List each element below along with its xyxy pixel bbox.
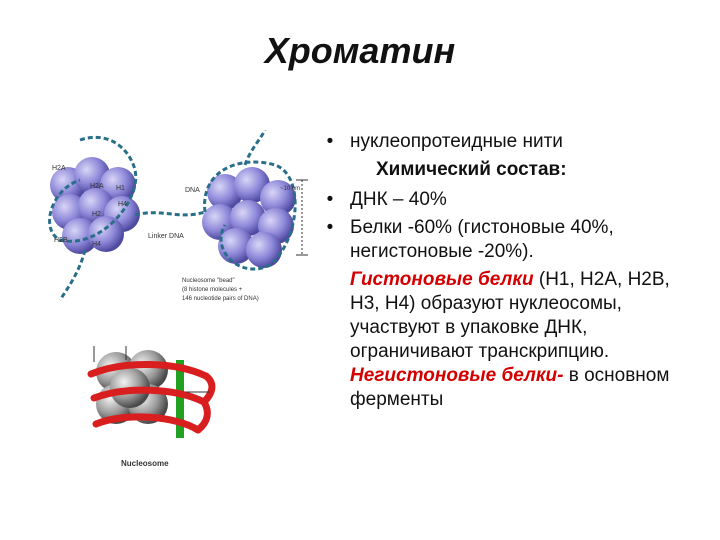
label-bead-1: Nucleosome "bead" (182, 278, 235, 284)
nucleosome-diagram: H2A H2B H1 H2A H4 H2 H4 DNA Linker DNA ~… (48, 130, 308, 302)
histone-term: Гистоновые белки (350, 269, 534, 290)
nucleosome-ribbon-diagram: Nucleosome (87, 346, 216, 468)
scale-bracket (296, 179, 308, 256)
bullet-dot: • (326, 217, 334, 238)
bullet-dot: • (326, 131, 334, 152)
label-h2b: H2B (54, 237, 68, 244)
nonhistone-paragraph: Негистоновые белки- в основном ферменты (318, 364, 698, 412)
nucleosome-caption: Nucleosome (121, 459, 169, 468)
label-h2a-mid: H2A (90, 183, 104, 190)
histone-paragraph: Гистоновые белки (Н1, Н2А, Н2В, Н3, Н4) … (318, 268, 698, 364)
label-bead-2: (8 histone molecules + (182, 287, 243, 293)
label-bead-3: 146 nucleotide pairs of DNA) (182, 296, 259, 302)
slide-title: Хроматин (264, 30, 456, 71)
dna-ribbon (87, 360, 216, 434)
content-text: • нуклеопротеидные нити Химический соста… (318, 130, 698, 412)
bullet-nucleoprotein: • нуклеопротеидные нити (318, 130, 698, 154)
dna-strand (48, 130, 297, 301)
label-scale: ~10 nm (280, 186, 300, 192)
histone-cluster-right (202, 167, 296, 268)
bullet-text: ДНК – 40% (350, 189, 447, 210)
label-linker-dna: Linker DNA (148, 233, 184, 240)
label-h2: H2 (92, 211, 101, 218)
nonhistone-description: в основном ферменты (350, 365, 670, 410)
chemical-composition-heading: Химический состав: (376, 159, 567, 180)
bullet-dna: • ДНК – 40% (318, 188, 698, 212)
label-h2a-top: H2A (52, 165, 66, 172)
label-h4: H4 (118, 201, 127, 208)
bullet-text: нуклеопротеидные нити (350, 131, 563, 152)
label-h4-lower: H4 (92, 241, 101, 248)
histone-description: (Н1, Н2А, Н2В, Н3, Н4) образуют нуклеосо… (350, 269, 670, 362)
green-bar (176, 360, 184, 438)
label-dna: DNA (185, 187, 200, 194)
bullet-proteins: • Белки -60% (гистоновые 40%, негистонов… (318, 216, 698, 264)
bullet-text: Белки -60% (гистоновые 40%, негистоновые… (350, 217, 614, 262)
histone-cluster-left (50, 157, 140, 254)
bullet-dot: • (326, 189, 334, 210)
label-h1: H1 (116, 185, 125, 192)
nonhistone-term: Негистоновые белки- (350, 365, 564, 386)
